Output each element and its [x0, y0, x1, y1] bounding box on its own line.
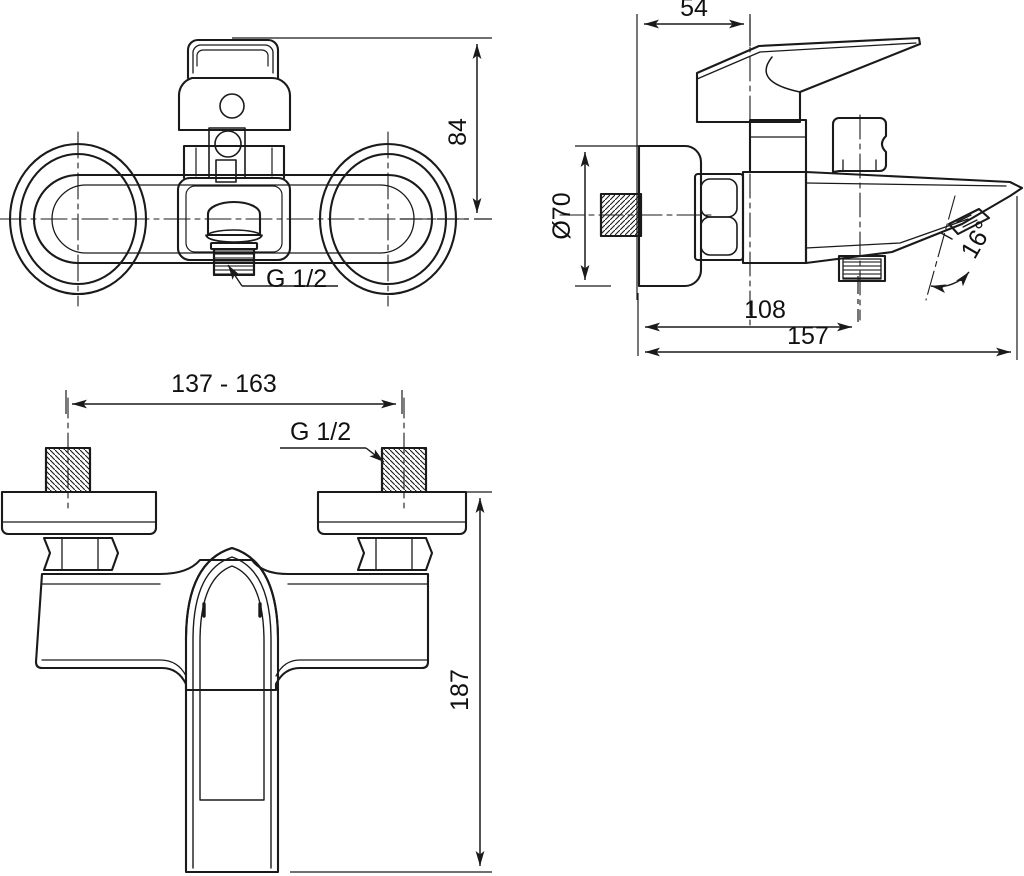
front-mixer-body	[32, 173, 434, 265]
side-view-centrelines	[559, 17, 956, 331]
dim-diameter-70: Ø70	[548, 192, 576, 239]
bottom-right-connector	[316, 446, 468, 572]
bottom-view-dimensions: 137 - 163 G 1/2 187	[65, 370, 492, 873]
side-shower-outlet	[837, 254, 887, 283]
bottom-left-connector	[0, 446, 158, 572]
leader-front-g12	[227, 264, 338, 287]
dim-depth-157: 157	[787, 322, 829, 350]
side-inlet-thread	[599, 192, 643, 238]
dim-height-84: 84	[444, 118, 472, 146]
bottom-lever-handle	[184, 546, 280, 874]
front-view-centrelines	[0, 131, 467, 307]
side-lever-handle	[695, 36, 922, 174]
leader-bottom-g12	[280, 447, 385, 463]
dim-thread-bottom: G 1/2	[290, 418, 351, 446]
dim-thread-front: G 1/2	[266, 265, 327, 293]
dim-centres-137-163: 137 - 163	[171, 370, 277, 398]
left-wall-rosette	[8, 142, 148, 296]
dim-height-187: 187	[446, 669, 474, 711]
side-union-nut	[693, 172, 745, 262]
dim-depth-108: 108	[744, 296, 786, 324]
side-spout-arm	[804, 170, 1024, 265]
side-diverter-knob	[831, 116, 888, 174]
front-cartridge-housing	[176, 176, 292, 262]
front-lever-handle	[177, 38, 292, 183]
side-aerator-tip	[940, 207, 991, 240]
angle-arc-16	[930, 271, 970, 293]
dim-offset-54: 54	[680, 0, 708, 22]
side-view	[559, 17, 1024, 331]
bottom-view	[0, 397, 468, 874]
front-view-dimensions: 84 G 1/2	[227, 37, 492, 293]
front-view	[0, 38, 467, 307]
bottom-mixer-body	[34, 558, 430, 692]
